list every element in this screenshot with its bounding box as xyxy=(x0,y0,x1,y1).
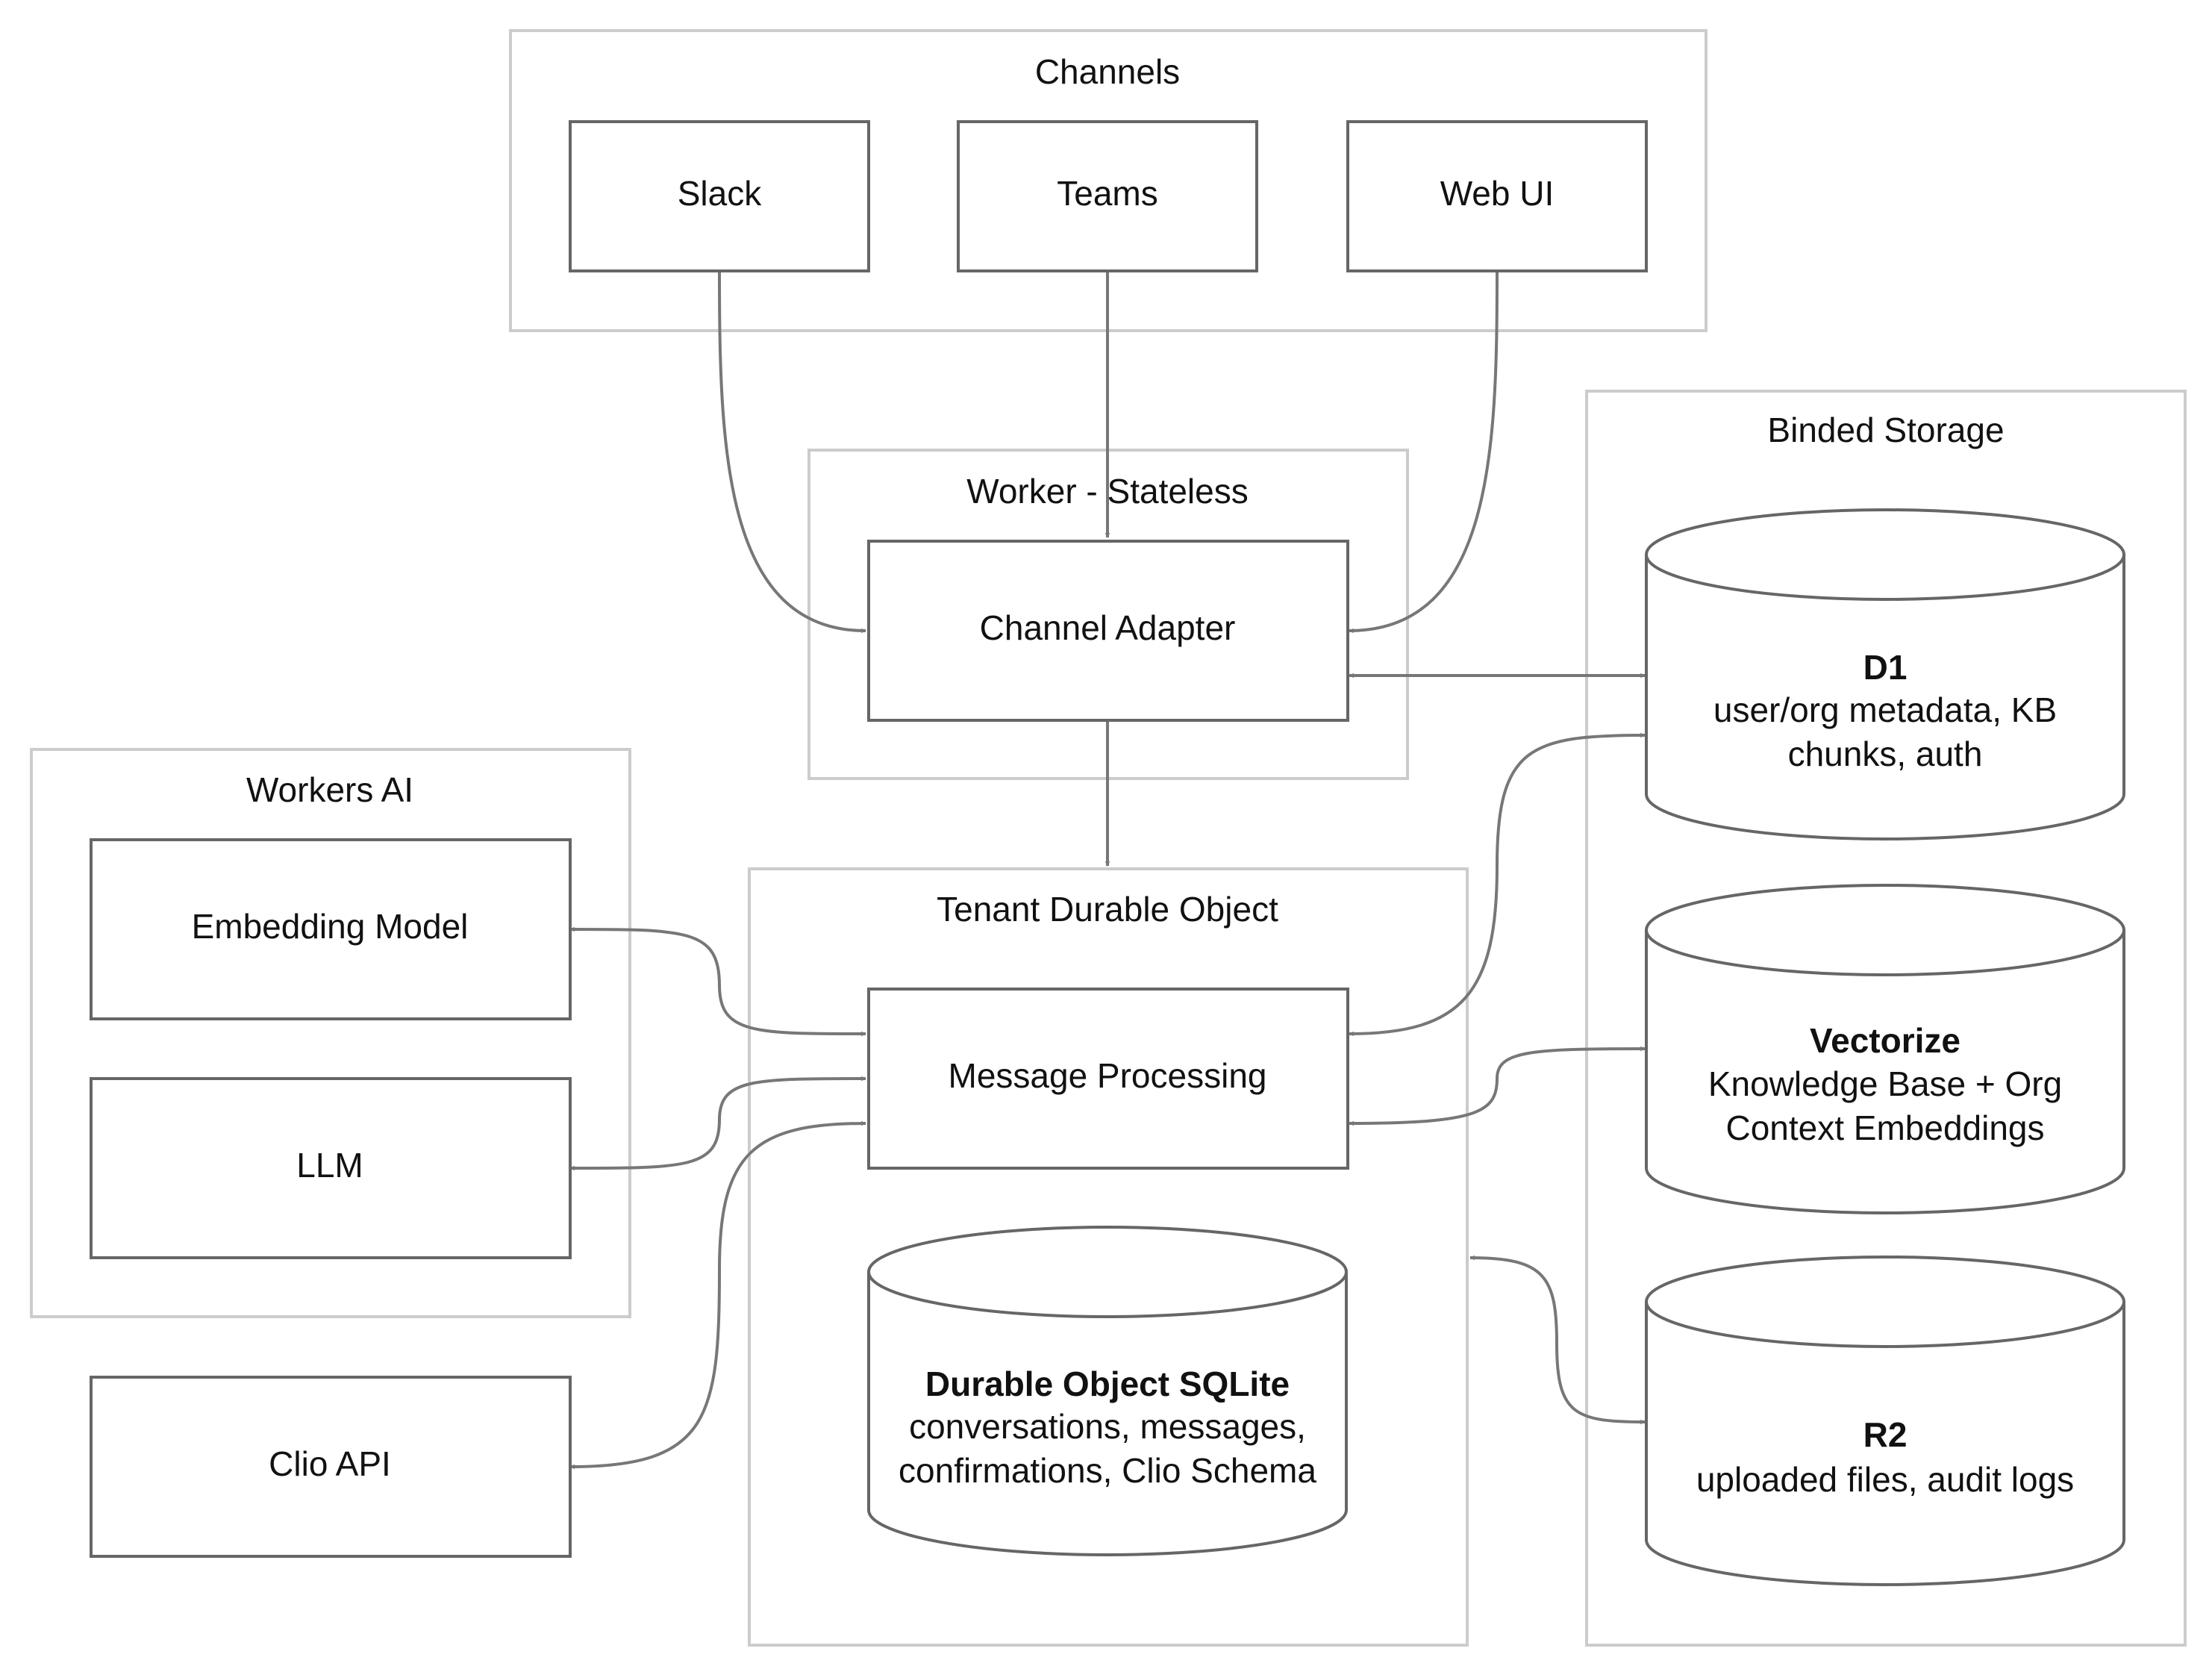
d1-title: D1 xyxy=(1863,648,1908,687)
teams-label: Teams xyxy=(1057,174,1157,213)
edge-slack-to-adapter xyxy=(718,270,866,634)
tenant-group-label: Tenant Durable Object xyxy=(937,890,1278,929)
do-sqlite-cylinder-body xyxy=(867,1272,1348,1556)
vectorize-line-1: Knowledge Base + Org xyxy=(1708,1064,2062,1103)
channel-adapter-node[interactable] xyxy=(867,540,1349,722)
d1-line-2: chunks, auth xyxy=(1788,734,1983,773)
vectorize-title: Vectorize xyxy=(1810,1021,1961,1060)
embedding-model-node[interactable] xyxy=(90,838,572,1020)
do-sqlite-title: Durable Object SQLite xyxy=(925,1364,1290,1403)
message-processing-label: Message Processing xyxy=(949,1056,1267,1095)
d1-database[interactable]: D1 user/org metadata, KB chunks, auth xyxy=(1645,508,2125,840)
channel-adapter-label: Channel Adapter xyxy=(980,608,1236,647)
r2-database[interactable]: R2 uploaded files, audit logs xyxy=(1645,1256,2125,1586)
vectorize-cylinder-top xyxy=(1645,884,2125,976)
vectorize-database[interactable]: Vectorize Knowledge Base + Org Context E… xyxy=(1645,884,2125,1214)
web-ui-node[interactable] xyxy=(1346,120,1648,272)
vectorize-line-2: Context Embeddings xyxy=(1725,1108,2044,1147)
edge-webui-to-adapter xyxy=(1349,270,1499,634)
binded-storage-group-label: Binded Storage xyxy=(1767,411,2004,449)
embedding-model-label: Embedding Model xyxy=(192,907,469,946)
slack-label: Slack xyxy=(678,174,762,213)
edge-clio-to-message-processing xyxy=(569,1120,866,1470)
edge-message-processing-to-vectorize xyxy=(1349,1046,1646,1126)
durable-object-sqlite-database[interactable]: Durable Object SQLite conversations, mes… xyxy=(867,1226,1348,1556)
slack-node[interactable] xyxy=(569,120,870,272)
d1-line-1: user/org metadata, KB xyxy=(1713,690,2057,729)
edge-llm-to-message-processing xyxy=(569,1076,866,1171)
d1-cylinder-top xyxy=(1645,508,2125,601)
teams-node[interactable] xyxy=(957,120,1258,272)
do-sqlite-line-2: confirmations, Clio Schema xyxy=(899,1451,1316,1490)
llm-node[interactable] xyxy=(90,1077,572,1259)
message-processing-node[interactable] xyxy=(867,988,1349,1170)
web-ui-label: Web UI xyxy=(1440,174,1555,213)
llm-label: LLM xyxy=(296,1146,363,1185)
r2-cylinder-top xyxy=(1645,1256,2125,1348)
workers-ai-group-label: Workers AI xyxy=(246,770,413,809)
edge-tenant-to-r2 xyxy=(1469,1255,1646,1425)
d1-cylinder-body xyxy=(1645,555,2125,840)
clio-api-label: Clio API xyxy=(269,1444,391,1483)
edge-embedding-to-message-processing xyxy=(569,926,866,1037)
clio-api-node[interactable] xyxy=(90,1376,572,1558)
edge-message-processing-to-d1 xyxy=(1349,732,1646,1037)
r2-cylinder-body xyxy=(1645,1302,2125,1586)
do-sqlite-line-1: conversations, messages, xyxy=(909,1407,1306,1446)
do-sqlite-cylinder-top xyxy=(867,1226,1348,1318)
r2-title: R2 xyxy=(1863,1415,1908,1454)
channels-group-label: Channels xyxy=(1035,52,1180,91)
vectorize-cylinder-body xyxy=(1645,930,2125,1214)
r2-line-1: uploaded files, audit logs xyxy=(1696,1460,2074,1499)
